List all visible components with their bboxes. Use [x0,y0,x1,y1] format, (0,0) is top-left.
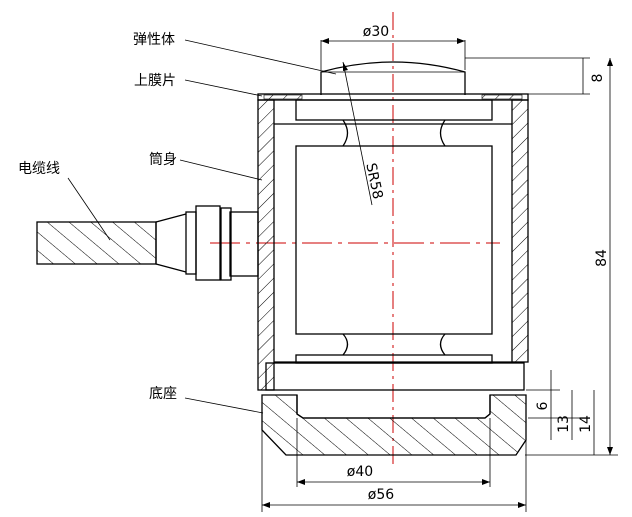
inner-elastic-element [295,99,493,364]
lower-ring [265,362,525,391]
cable-assembly [36,205,259,281]
dim-top-height: 8 [590,74,606,83]
dim-base-total: 14 [578,415,594,433]
dim-base-outer-diameter: ø56 [368,487,394,503]
label-base: 底座 [149,386,177,402]
label-upper-diaphragm: 上膜片 [134,73,176,89]
cylinder-body [257,99,529,391]
label-cylinder: 筒身 [149,151,177,168]
base-section [261,394,527,456]
dim-total-height: 84 [594,249,610,267]
dim-base-step: 6 [535,401,551,410]
label-leaders [67,39,337,414]
dim-base-inner-diameter: ø40 [347,464,373,480]
label-cable: 电缆线 [18,161,60,177]
dim-top-diameter: ø30 [363,24,389,40]
dim-base-mid: 13 [556,415,572,433]
dim-radius: SR58 [362,162,385,201]
label-elastic-body: 弹性体 [133,32,175,48]
dimension-lines [261,38,618,512]
